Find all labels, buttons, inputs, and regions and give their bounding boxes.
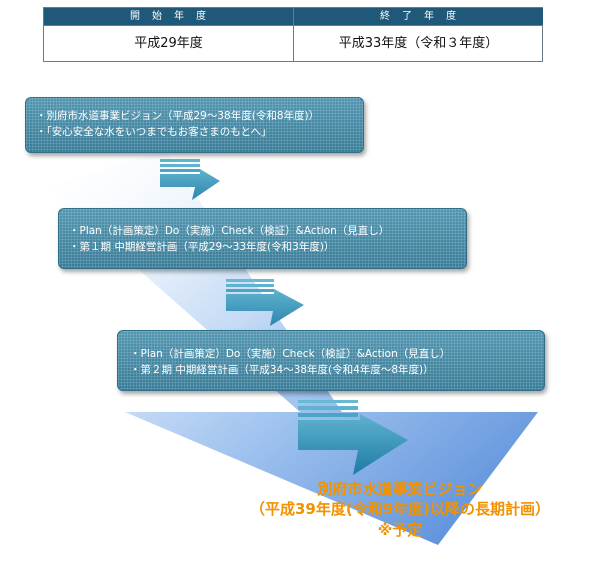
down-arrow-icon xyxy=(160,159,220,200)
phase1-line: ・第１期 中期経営計画（平成29～33年度(令和3年度)） xyxy=(69,241,335,253)
vision-box-line: ・別府市水道事業ビジョン（平成29～38年度(令和8年度)） xyxy=(36,110,320,122)
start-year-header: 開 始 年 度 xyxy=(44,8,293,25)
start-year-value: 平成29年度 xyxy=(134,36,203,51)
end-year-value: 平成33年度（令和３年度） xyxy=(338,36,499,51)
phase1-plan-box: ・Plan（計画策定）Do（実施）Check（検証）&Action（見直し） ・… xyxy=(58,208,467,269)
down-arrow-icon xyxy=(226,279,304,326)
phase2-plan-box: ・Plan（計画策定）Do（実施）Check（検証）&Action（見直し） ・… xyxy=(117,330,545,391)
table-divider xyxy=(293,8,294,61)
outcome-title: 別府市水道事業ビジョン xyxy=(317,480,483,498)
vision-box-line: ・「安心安全な水をいつまでもお客さまのもとへ」 xyxy=(36,126,272,138)
down-arrow-icon xyxy=(298,400,408,475)
outcome-subtitle: （平成39年度(令和9年度)以降の長期計画） xyxy=(249,500,551,518)
period-table: 開 始 年 度 終 了 年 度 平成29年度 平成33年度（令和３年度） xyxy=(43,7,543,62)
outcome-note: ※予定 xyxy=(377,521,423,539)
end-year-header: 終 了 年 度 xyxy=(294,8,543,25)
phase2-line: ・第２期 中期経営計画（平成34～38年度(令和4年度～8年度)） xyxy=(130,364,434,376)
vision-box: ・別府市水道事業ビジョン（平成29～38年度(令和8年度)） ・「安心安全な水を… xyxy=(25,97,364,153)
phase2-line: ・Plan（計画策定）Do（実施）Check（検証）&Action（見直し） xyxy=(130,348,451,360)
phase1-line: ・Plan（計画策定）Do（実施）Check（検証）&Action（見直し） xyxy=(69,225,390,237)
